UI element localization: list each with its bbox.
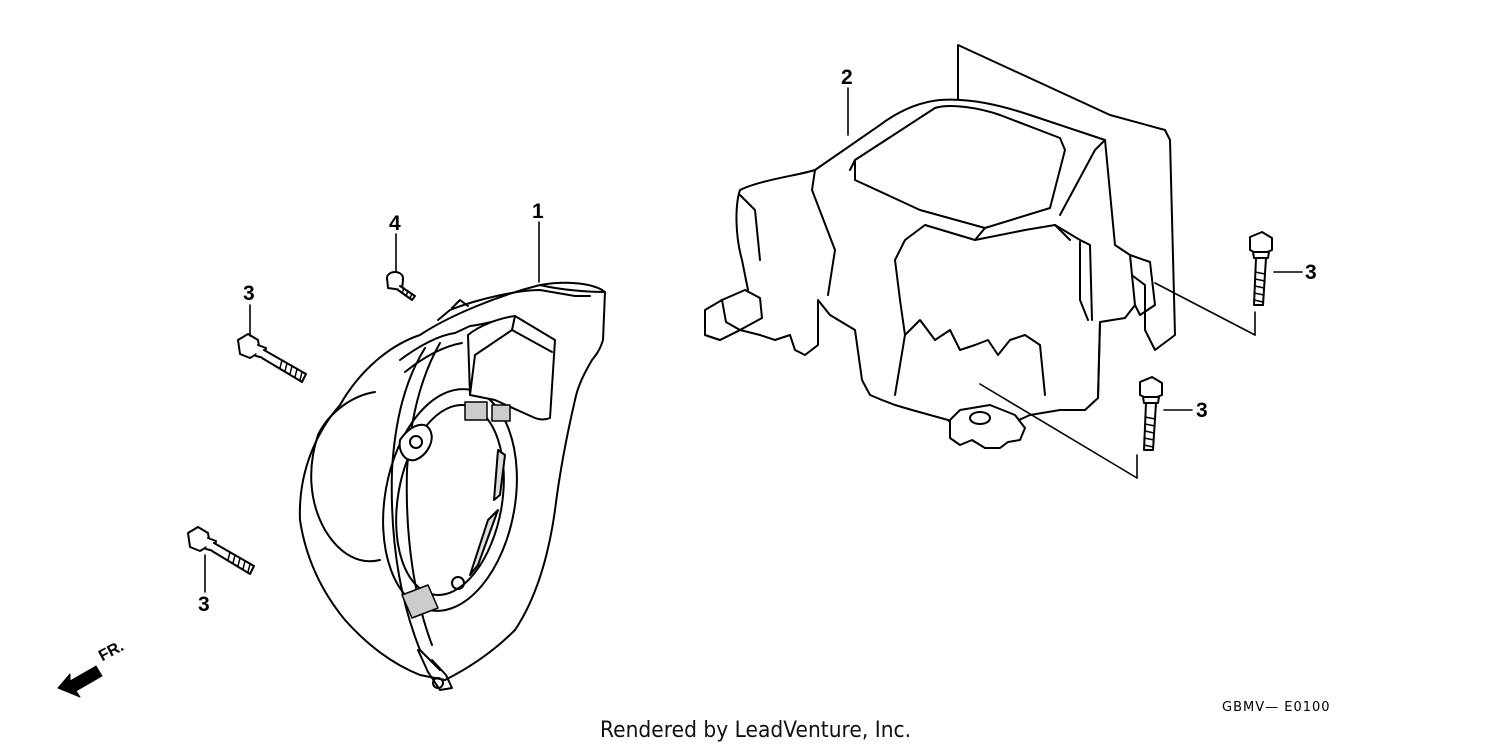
front-direction-arrow-icon	[58, 666, 102, 697]
bolt-part-3-upper-right[interactable]	[1250, 232, 1272, 305]
callout-part-3-lower-left: 3	[198, 593, 210, 616]
bolt-part-3-lower-right[interactable]	[1140, 377, 1162, 450]
screw-part-4[interactable]	[387, 272, 415, 300]
callout-part-3-lower-right: 3	[1196, 399, 1208, 422]
drawing-code: GBMV— E0100	[1222, 700, 1331, 715]
callout-part-3-upper-left: 3	[243, 282, 255, 305]
credit-text: Rendered by LeadVenture, Inc.	[600, 718, 912, 743]
leader-lines	[205, 88, 1302, 592]
bolt-part-3-lower-left[interactable]	[188, 527, 254, 574]
fan-cover-part-1[interactable]	[300, 283, 605, 690]
callout-part-1: 1	[532, 200, 544, 223]
callout-part-2: 2	[841, 66, 853, 89]
bolt-part-3-upper-left[interactable]	[238, 334, 306, 382]
callout-part-4: 4	[389, 212, 401, 235]
callout-part-3-upper-right: 3	[1305, 261, 1317, 284]
shroud-part-2[interactable]	[705, 45, 1175, 448]
